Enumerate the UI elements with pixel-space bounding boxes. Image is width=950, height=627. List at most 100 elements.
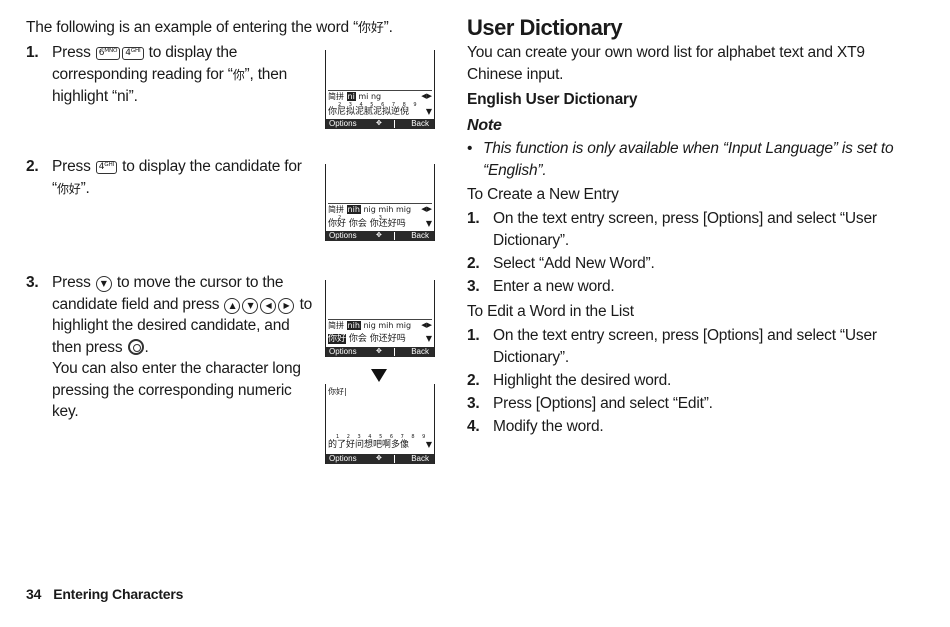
step-text: ”. xyxy=(80,179,90,197)
create-heading: To Create a New Entry xyxy=(467,186,619,203)
softkey-bar: Options ✥ Back xyxy=(326,119,434,129)
scroll-down-icon: ▼ xyxy=(425,219,432,228)
reading-highlight: ni xyxy=(346,92,356,101)
softkey-back: Back xyxy=(411,119,429,128)
nav-key-icon: ✥ xyxy=(376,232,382,239)
step-text: Press [Options] and select “Edit”. xyxy=(493,395,713,412)
candidate-digits: 2 3 4 5 6 7 8 9 xyxy=(338,102,420,108)
step-number: 4. xyxy=(467,418,480,435)
scroll-down-icon: ▼ xyxy=(425,107,432,116)
softkey-options: Options xyxy=(329,454,357,463)
candidate-digits: 2 3 xyxy=(338,215,400,221)
note-bullet: • xyxy=(467,140,473,157)
softkey-options: Options xyxy=(329,231,357,240)
section-intro: You can create your own word list for al… xyxy=(467,44,865,83)
create-step-2: 2. Select “Add New Word”. xyxy=(467,253,907,275)
edit-step-4: 4. Modify the word. xyxy=(467,416,907,438)
softkey-back: Back xyxy=(411,454,429,463)
nav-down-icon: ▼ xyxy=(242,297,259,314)
intro-word: 你好 xyxy=(358,21,384,36)
candidate-highlight: 你好 xyxy=(328,334,347,344)
scroll-down-icon: ▼ xyxy=(425,440,432,449)
step-2: 2. Press 4ᴳᴴᴵ to display the candidate f… xyxy=(26,156,318,200)
subsection-title: English User Dictionary xyxy=(467,91,638,108)
candidate-row: 你好 你会 你还好吗 ▼ xyxy=(328,333,432,345)
softkey-back: Back xyxy=(411,231,429,240)
input-row: 简拼 nih nig mih mig ◀▶ xyxy=(328,319,432,331)
note-text: “English”. xyxy=(483,161,547,179)
softkey-options: Options xyxy=(329,119,357,128)
step-number: 2. xyxy=(467,372,480,389)
key-4-icon: 4ᴳᴴᴵ xyxy=(122,47,144,60)
step-text: to display the corresponding reading for… xyxy=(52,44,238,83)
step-text: . xyxy=(144,338,149,356)
candidate-digits: 1 2 3 4 5 6 7 8 9 xyxy=(336,434,426,440)
softkey-divider xyxy=(394,232,395,240)
create-step-3: 3. Enter a new word. xyxy=(467,276,907,298)
input-row: 简拼 ni mi ng ◀▶ xyxy=(328,90,432,102)
section-name: Entering Characters xyxy=(53,586,184,602)
left-right-arrow-icon: ◀▶ xyxy=(421,205,432,213)
candidate-row: 你好 你会 你还好吗 ▼ xyxy=(328,218,432,230)
step-number: 3. xyxy=(467,278,480,295)
step-text: Highlight the desired word. xyxy=(493,372,672,389)
step-number: 2. xyxy=(26,158,39,175)
softkey-bar: Options ✥ Back xyxy=(326,231,434,241)
step-3: 3. Press ▼ to move the cursor to the can… xyxy=(26,272,318,423)
edit-step-3: 3. Press [Options] and select “Edit”. xyxy=(467,393,907,415)
step-char: 你好 xyxy=(56,181,81,196)
candidate-row: 的了好问想吧啊多像 ▼ xyxy=(328,439,432,451)
step-number: 3. xyxy=(467,395,480,412)
step-number: 1. xyxy=(26,44,39,61)
step-number: 2. xyxy=(467,255,480,272)
step-text: Select “Add New Word”. xyxy=(493,255,655,272)
step-number: 1. xyxy=(467,327,480,344)
candidates: 你会 你还好吗 xyxy=(346,334,406,344)
nav-key-icon: ✥ xyxy=(376,120,382,127)
phone-screen-1: 简拼 ni mi ng ◀▶ 2 3 4 5 6 7 8 9 你尼拟泥腻泥拟逆倪… xyxy=(325,50,435,129)
reading-highlight: nih xyxy=(346,205,361,214)
intro-line: The following is an example of entering … xyxy=(26,17,393,37)
softkey-options: Options xyxy=(329,347,357,356)
input-mode: 简拼 xyxy=(328,92,344,101)
step-text: Modify the word. xyxy=(493,418,604,435)
softkey-bar: Options ✥ Back xyxy=(326,347,434,357)
softkey-divider xyxy=(394,455,395,463)
phone-screen-4: 你好| 1 2 3 4 5 6 7 8 9 的了好问想吧啊多像 ▼ Option… xyxy=(325,384,435,464)
scroll-down-icon: ▼ xyxy=(425,334,432,343)
nav-key-icon: ✥ xyxy=(376,455,382,462)
step-text: to display the candidate for “ xyxy=(52,158,302,197)
left-right-arrow-icon: ◀▶ xyxy=(421,321,432,329)
softkey-divider xyxy=(394,348,395,356)
left-right-arrow-icon: ◀▶ xyxy=(421,92,432,100)
step-text: to highlight the desired candidate, and … xyxy=(52,295,313,356)
input-mode: 简拼 xyxy=(328,321,344,330)
down-arrow-icon xyxy=(371,369,387,382)
phone-screen-2: 简拼 nih nig mih mig ◀▶ 2 3 你好 你会 你还好吗 ▼ O… xyxy=(325,164,435,241)
nav-left-icon: ◀ xyxy=(260,297,277,314)
step-text: Press xyxy=(52,158,91,175)
edit-step-1: 1. On the text entry screen, press [Opti… xyxy=(467,325,907,368)
step-text: You can also enter the character long pr… xyxy=(52,360,301,420)
intro-text: The following is an example of entering … xyxy=(26,19,359,36)
candidates: 的了好问想吧啊多像 xyxy=(328,440,410,450)
key-4-icon: 4ᴳᴴᴵ xyxy=(95,161,117,174)
step-text: ”, then highlight “ni”. xyxy=(52,65,288,106)
input-mode: 简拼 xyxy=(328,205,344,214)
step-text: On the text entry screen, press [Options… xyxy=(493,210,877,249)
center-key-icon xyxy=(127,338,144,355)
key-6-icon: 6ᴹᴺᴼ xyxy=(95,47,121,60)
edit-heading: To Edit a Word in the List xyxy=(467,303,634,320)
nav-key-icon: ✥ xyxy=(376,348,382,355)
softkey-divider xyxy=(394,120,395,128)
edit-step-2: 2. Highlight the desired word. xyxy=(467,370,907,392)
note-label: Note xyxy=(467,117,502,134)
intro-text-end: ”. xyxy=(383,19,393,36)
reading-options: mi ng xyxy=(355,92,382,101)
create-step-1: 1. On the text entry screen, press [Opti… xyxy=(467,208,907,251)
reading-highlight: nih xyxy=(346,321,361,330)
section-title: User Dictionary xyxy=(467,15,623,40)
step-char: 你 xyxy=(232,67,245,82)
